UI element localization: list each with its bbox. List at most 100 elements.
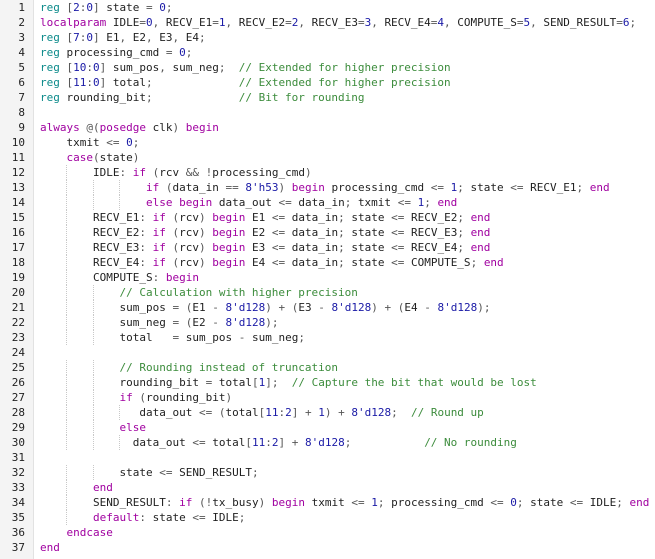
line-number: 15 xyxy=(11,211,25,224)
line-text: // Calculation with higher precision xyxy=(119,286,358,299)
line-text: txmit <= 0; xyxy=(66,136,140,149)
code-line: 15 RECV_E1: if (rcv) begin E1 <= data_in… xyxy=(0,210,655,225)
indent-guide xyxy=(66,330,68,345)
indent-guide xyxy=(66,405,68,420)
code-line: 4 reg processing_cmd = 0; xyxy=(0,45,655,60)
line-number: 33 xyxy=(11,481,25,494)
line-text: RECV_E3: if (rcv) begin E3 <= data_in; s… xyxy=(92,241,491,254)
line-text: reg rounding_bit; // Bit for rounding xyxy=(40,91,365,104)
line-number: 35 xyxy=(11,511,25,524)
code-line: 11 case(state) xyxy=(0,150,655,165)
code-line: 33 end xyxy=(0,480,655,495)
line-number: 20 xyxy=(11,286,25,299)
line-number: 31 xyxy=(11,451,25,464)
indent-guide xyxy=(92,180,94,195)
indent-guide xyxy=(92,285,94,300)
code-line: 21 sum_pos = (E1 - 8'd128) + (E3 - 8'd12… xyxy=(0,300,655,315)
line-number: 30 xyxy=(11,436,25,449)
code-line: 12 IDLE: if (rcv && !processing_cmd) xyxy=(0,165,655,180)
line-text: case(state) xyxy=(66,151,140,164)
line-number: 10 xyxy=(11,136,25,149)
code-line: 13 if (data_in == 8'h53) begin processin… xyxy=(0,180,655,195)
indent-guide xyxy=(92,195,94,210)
code-line: 6 reg [11:0] total; // Extended for highe… xyxy=(0,75,655,90)
code-line: 26 rounding_bit = total[1]; // Capture t… xyxy=(0,375,655,390)
line-text: COMPUTE_S: begin xyxy=(92,271,199,284)
line-number: 16 xyxy=(11,226,25,239)
indent-guide xyxy=(119,435,121,450)
indent-guide xyxy=(92,420,94,435)
line-text: sum_pos = (E1 - 8'd128) + (E3 - 8'd128) … xyxy=(119,301,491,314)
line-text: always @(posedge clk) begin xyxy=(40,121,219,134)
code-line: 30 data_out <= total[11:2] + 8'd128; // … xyxy=(0,435,655,450)
line-number: 6 xyxy=(18,76,25,89)
indent-guide xyxy=(92,315,94,330)
indent-guide xyxy=(92,300,94,315)
indent-guide xyxy=(92,375,94,390)
indent-guide xyxy=(66,240,68,255)
line-text: reg [11:0] total; // Extended for higher… xyxy=(40,76,451,89)
line-text: if (rounding_bit) xyxy=(119,391,233,404)
line-text: endcase xyxy=(66,526,113,539)
code-line: 28 data_out <= (total[11:2] + 1) + 8'd12… xyxy=(0,405,655,420)
line-text: data_out <= (total[11:2] + 1) + 8'd128; … xyxy=(139,406,484,419)
code-line: 17 RECV_E3: if (rcv) begin E3 <= data_in… xyxy=(0,240,655,255)
code-line: 36 endcase xyxy=(0,525,655,540)
line-text: reg [7:0] E1, E2, E3, E4; xyxy=(40,31,206,44)
indent-guide xyxy=(92,405,94,420)
code-line: 20 // Calculation with higher precision xyxy=(0,285,655,300)
indent-guide xyxy=(66,315,68,330)
indent-guide xyxy=(66,285,68,300)
code-line: 29 else xyxy=(0,420,655,435)
indent-guide xyxy=(66,255,68,270)
indent-guide xyxy=(66,360,68,375)
indent-guide xyxy=(66,165,68,180)
indent-guide xyxy=(66,510,68,525)
line-text: end xyxy=(40,541,60,554)
code-line: 24 xyxy=(0,345,655,360)
indent-guide xyxy=(119,405,121,420)
line-text: IDLE: if (rcv && !processing_cmd) xyxy=(92,166,312,179)
indent-guide xyxy=(66,210,68,225)
line-text: RECV_E2: if (rcv) begin E2 <= data_in; s… xyxy=(92,226,491,239)
line-number: 27 xyxy=(11,391,25,404)
line-text: RECV_E4: if (rcv) begin E4 <= data_in; s… xyxy=(92,256,504,269)
line-text: if (data_in == 8'h53) begin processing_c… xyxy=(145,181,610,194)
line-number: 4 xyxy=(18,46,25,59)
indent-guide xyxy=(66,480,68,495)
indent-guide xyxy=(66,390,68,405)
code-line: 35 default: state <= IDLE; xyxy=(0,510,655,525)
line-number: 24 xyxy=(11,346,25,359)
indent-guide xyxy=(66,495,68,510)
line-text: default: state <= IDLE; xyxy=(92,511,246,524)
code-line: 31 xyxy=(0,450,655,465)
line-number: 11 xyxy=(11,151,25,164)
code-line: 18 RECV_E4: if (rcv) begin E4 <= data_in… xyxy=(0,255,655,270)
indent-guide xyxy=(92,360,94,375)
line-text: reg processing_cmd = 0; xyxy=(40,46,193,59)
line-number: 17 xyxy=(11,241,25,254)
line-number: 26 xyxy=(11,376,25,389)
line-number: 37 xyxy=(11,541,25,554)
line-text: sum_neg = (E2 - 8'd128); xyxy=(119,316,279,329)
indent-guide xyxy=(66,270,68,285)
indent-guide xyxy=(66,375,68,390)
indent-guide xyxy=(66,180,68,195)
line-text: else begin data_out <= data_in; txmit <=… xyxy=(145,196,458,209)
line-number: 7 xyxy=(18,91,25,104)
code-line: 34 SEND_RESULT: if (!tx_busy) begin txmi… xyxy=(0,495,655,510)
indent-guide xyxy=(92,330,94,345)
line-number: 22 xyxy=(11,316,25,329)
indent-guide xyxy=(66,465,68,480)
indent-guide xyxy=(119,180,121,195)
line-number: 25 xyxy=(11,361,25,374)
line-number: 13 xyxy=(11,181,25,194)
code-line: 16 RECV_E2: if (rcv) begin E2 <= data_in… xyxy=(0,225,655,240)
line-text: reg [2:0] state = 0; xyxy=(40,1,173,14)
code-line: 27 if (rounding_bit) xyxy=(0,390,655,405)
